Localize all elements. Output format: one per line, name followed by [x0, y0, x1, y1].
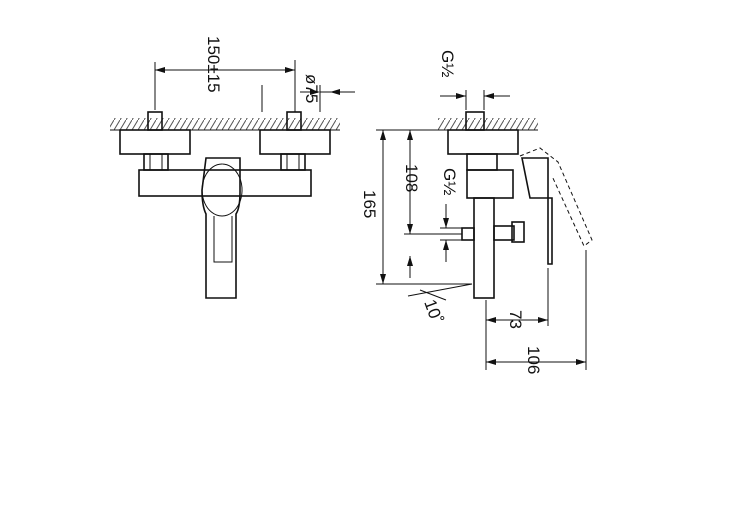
side-flange	[447, 129, 519, 155]
right-nut	[280, 153, 306, 171]
side-body-upper	[466, 169, 514, 199]
side-port	[461, 227, 475, 241]
dim-73: 73	[506, 310, 525, 329]
mixer-lever	[201, 157, 241, 299]
side-handle	[521, 157, 553, 265]
diverter-knob	[511, 221, 525, 243]
dim-106: 106	[524, 346, 543, 374]
front-view: 150±15 ø75	[110, 36, 355, 299]
left-nut	[143, 153, 169, 171]
dim-108: 108	[402, 164, 421, 192]
wall-hatch-front	[110, 118, 340, 130]
dim-thread-side: G½	[440, 168, 459, 195]
diverter-stem	[493, 225, 515, 241]
dim-diameter: ø75	[302, 74, 321, 103]
side-nut	[466, 153, 498, 171]
dim-150: 150±15	[204, 36, 223, 93]
dim-angle: 10˚	[420, 297, 446, 327]
mixer-body	[138, 169, 312, 197]
right-flange	[259, 129, 331, 155]
dim-thread-top: G½	[438, 50, 457, 77]
dim-165: 165	[360, 190, 379, 218]
wall-hatch-side	[438, 118, 538, 130]
left-flange	[119, 129, 191, 155]
side-body-lower	[473, 197, 495, 299]
handle-swing	[519, 147, 593, 247]
side-view: G½ G½ 165 108 10˚ 73	[360, 50, 593, 374]
